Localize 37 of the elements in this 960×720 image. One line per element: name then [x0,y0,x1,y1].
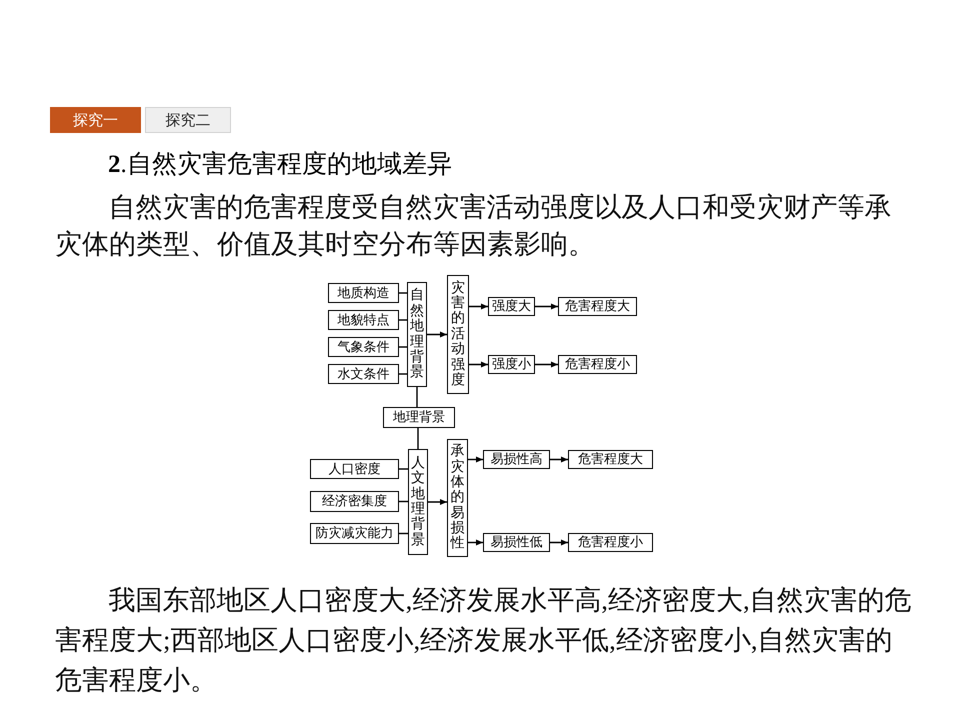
connector-line [416,387,418,407]
vertical-label-box: 灾害的活动强度 [447,275,469,394]
tab: 探究二 [145,107,231,133]
connector-line [417,428,419,449]
body-paragraph: 自然灾害的危害程度受自然灾害活动强度以及人口和受灾财产等承灾体的类型、价值及其时空分布等因素影响。 [55,191,893,261]
body-paragraph: 我国东部地区人口密度大,经济发展水平高,经济密度大,自然灾害的危害程度大;西部地区人口密度小,经济发展水平低,经济密度小,自然灾害的危害程度小。 [55,584,913,697]
process-box: 气象条件 [328,337,399,357]
arrow [427,332,447,338]
process-box: 易损性低 [483,533,550,552]
process-box: 危害程度小 [568,533,653,552]
process-box: 地理背景 [383,407,455,428]
arrow [468,540,483,546]
arrow [468,456,483,462]
arrow [535,304,558,310]
process-box: 防灾减灾能力 [310,523,399,544]
process-box: 易损性高 [483,450,550,469]
process-box: 强度小 [488,355,535,374]
process-box: 危害程度大 [558,297,637,316]
active-tab: 探究一 [50,107,141,133]
process-box: 人口密度 [310,459,399,479]
arrow [550,540,568,546]
arrow [469,304,488,310]
arrow [428,499,447,505]
vertical-label-box: 自然地理背景 [407,282,427,387]
arrow [550,456,568,462]
process-box: 危害程度小 [558,355,637,374]
process-box: 经济密集度 [310,491,399,512]
arrow [469,362,488,368]
process-box: 危害程度大 [568,450,653,469]
vertical-label-box: 人文地理背景 [408,449,428,555]
section-heading: 2.自然灾害危害程度的地域差异 [108,150,452,180]
vertical-label-box: 承灾体的易损性 [447,439,468,557]
process-box: 地质构造 [328,283,399,303]
process-box: 强度大 [488,297,535,316]
process-box: 地貌特点 [328,310,399,330]
process-box: 水文条件 [328,364,399,384]
arrow [535,362,558,368]
